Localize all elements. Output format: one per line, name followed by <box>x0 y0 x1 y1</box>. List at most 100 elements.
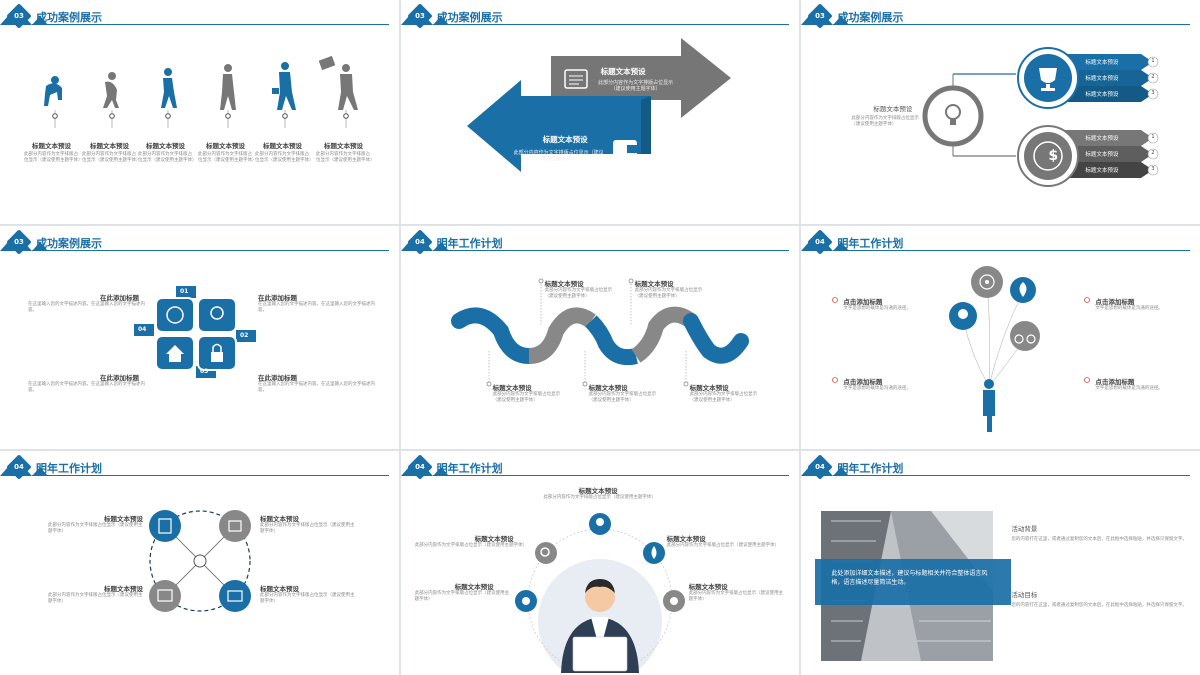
slide-header: 04 明年工作计划 <box>400 226 800 256</box>
item-desc: 此部分内容作为文字排版占位显示（建议使用主题字体） <box>255 152 314 163</box>
item-desc: 此部分内容作为文字排版占位显示（建议使用主题字体） <box>689 391 758 403</box>
item-desc: 在这里输入您的文字描述内容。在这里输入您的文字描述内容。 <box>258 301 375 313</box>
coin-icon <box>1033 141 1064 171</box>
item-desc: 文字是思想的载体是沟通的途径。 <box>1095 385 1163 391</box>
triangle-decoration-icon <box>0 467 48 477</box>
evolution-figures <box>44 55 358 128</box>
slide-title: 明年工作计划 <box>36 462 102 476</box>
triangle-decoration-icon <box>400 467 449 477</box>
lock-icon <box>211 343 223 362</box>
triangle-decoration-icon <box>0 241 48 251</box>
slide-9-photo-text[interactable]: 04 明年工作计划 此处添加详细文本描述，建议与标题相关并符合整体语言风格，语言… <box>801 451 1200 675</box>
item-desc: 此部分内容作为文字排版占位显示（建议使用主题字体） <box>588 391 657 403</box>
slide-header: 04 明年工作计划 <box>801 226 1200 256</box>
item-title: 标题文本预设 <box>688 583 728 592</box>
item-title: 标题文本预设 <box>263 142 302 150</box>
bg-heading: 活动背景 <box>1011 525 1038 534</box>
bottom-arrow-title: 标题文本预设 <box>542 135 588 144</box>
slide-1-evolution[interactable]: 03 成功案例展示 标题文本预设 此部分内容作为文字排版占位显示（建议使用主题字… <box>0 0 399 224</box>
item-title: 标题文本预设 <box>689 383 729 392</box>
left-arrow-shape <box>466 80 651 172</box>
bottom-arrow-desc: 此部分内容作为文字排版占位显示（建议使用主题字体） <box>513 150 604 162</box>
slide-5-wave[interactable]: 04 明年工作计划 标题文本预设 此部分内容作为文字排版占位显示（建议使用主题字… <box>400 225 800 450</box>
slide-header: 03 成功案例展示 <box>801 0 1200 30</box>
item-desc: 此部分内容作为文字排版占位显示（建议使用主题字体） <box>544 287 613 299</box>
businessman-icon <box>272 62 296 110</box>
arrow-diagram <box>466 38 731 172</box>
upper-label[interactable]: 标题文本预设 <box>1085 60 1119 66</box>
item-title: 标题文本预设 <box>544 279 584 288</box>
circle-cross-diagram <box>149 510 251 613</box>
bg-paragraph: 您的内容打在这里，或者通过复制您的文本后，在此框中选择粘贴，并选择只保留文字。 <box>1011 537 1187 543</box>
number-dot: 2 <box>1151 74 1155 80</box>
item-desc: 此部分内容作为文字排版占位显示（建议使用主题字体） <box>414 591 510 603</box>
bulb-icon <box>958 308 969 319</box>
slide-7-circle-cross[interactable]: 04 明年工作计划 标题文本预设 此部分内容作为文字排版占位显示（建议使用主题字… <box>0 451 399 675</box>
triangle-decoration-icon <box>400 16 449 25</box>
search-icon <box>539 547 550 558</box>
header-line <box>432 475 790 477</box>
stem-dots <box>52 113 349 119</box>
item-desc: 在这里输入您的文字描述内容。在这里输入您的文字描述内容。 <box>28 381 145 393</box>
lower-label[interactable]: 标题文本预设 <box>1085 168 1119 174</box>
item-desc: 文字是思想的载体是沟通的途径。 <box>1095 305 1163 311</box>
item-desc: 此部分内容作为文字排版占位显示（建议使用主题字体） <box>48 523 143 535</box>
slide-6-balloons[interactable]: 04 明年工作计划 点击添加标题 文字是思想的载体是沟通的途径。 点击添加标题 … <box>801 225 1200 450</box>
upper-label[interactable]: 标题文本预设 <box>1085 76 1119 82</box>
lower-label[interactable]: 标题文本预设 <box>1085 136 1119 142</box>
slide-3-tree[interactable]: 03 成功案例展示 $ 标题文本预设 此部分内容作为文字排版占位显示（建议使用主… <box>801 0 1200 224</box>
triangle-decoration-icon <box>0 16 48 25</box>
number-dot: 1 <box>1151 134 1155 140</box>
item-desc: 此部分内容作为文字排版占位显示（建议使用主题字体） <box>414 543 528 549</box>
slide-title: 成功案例展示 <box>36 11 102 24</box>
number-dot: 2 <box>1151 150 1155 156</box>
slide-title: 成功案例展示 <box>436 11 503 24</box>
ape-figure-icon <box>44 76 62 106</box>
item-title: 在此添加标题 <box>100 373 139 382</box>
triangle-decoration-icon <box>801 16 850 25</box>
lightbulb-icon <box>945 104 962 125</box>
item-title: 点击添加标题 <box>843 377 883 386</box>
header-line <box>432 24 790 25</box>
slide-4-quadrant[interactable]: 03 成功案例展示 01 02 03 04 在此添加标题 在这里输入您的文字描述… <box>0 225 399 450</box>
center-desc: 此部分内容作为文字排版占位显示（建议使用主题字体） <box>851 116 919 127</box>
center-title: 标题文本预设 <box>873 105 913 113</box>
item-desc: 此部分内容作为文字排版占位显示（建议使用主题字体） <box>543 495 656 501</box>
box-icon <box>228 520 242 532</box>
item-desc: 此部分内容作为文字排版占位显示（建议使用主题字体） <box>48 593 143 605</box>
wave-diagram <box>450 278 749 387</box>
bike-icon <box>1014 334 1036 344</box>
slide-title: 明年工作计划 <box>837 462 904 476</box>
quadrant-diagram <box>134 285 256 378</box>
compass-icon <box>166 305 184 324</box>
slide-title: 明年工作计划 <box>436 236 503 250</box>
item-title: 标题文本预设 <box>324 142 363 150</box>
item-desc: 在这里输入您的文字描述内容。在这里输入您的文字描述内容。 <box>258 381 375 393</box>
satellite-icon <box>521 597 530 606</box>
card-icon <box>227 590 243 602</box>
person-icon <box>983 378 996 432</box>
item-title: 点击添加标题 <box>1095 297 1135 306</box>
lightbulb-icon <box>210 305 224 320</box>
magnet-icon <box>669 597 678 606</box>
slide-header: 03 成功案例展示 <box>0 226 399 256</box>
dollar-icon: $ <box>1048 148 1059 164</box>
slide-header: 03 成功案例展示 <box>400 0 800 30</box>
item-desc: 此部分内容作为文字排版占位显示（建议使用主题字体） <box>260 593 355 605</box>
top-arrow-desc: 此部分内容作为文字排版占位显示（建议使用主题字体） <box>598 80 674 92</box>
chart-icon <box>157 589 173 602</box>
header-line <box>833 24 1190 25</box>
item-title: 在此添加标题 <box>100 293 139 302</box>
lower-label[interactable]: 标题文本预设 <box>1085 152 1119 158</box>
bulb-icon <box>595 518 604 527</box>
quadrant-number: 01 <box>180 287 189 295</box>
item-title: 标题文本预设 <box>90 142 129 150</box>
triangle-decoration-icon <box>400 241 449 251</box>
triangle-decoration-icon <box>801 467 850 477</box>
slide-header: 04 明年工作计划 <box>0 451 399 481</box>
number-dot: 1 <box>1151 58 1155 64</box>
upper-label[interactable]: 标题文本预设 <box>1085 92 1119 98</box>
overlay-text: 此处添加详细文本描述，建议与标题相关并符合整体语言风格，语言描述尽量简洁生动。 <box>831 570 988 587</box>
slide-2-arrows[interactable]: 03 成功案例展示 标题文本预设 此部分内容作为文字排版占位显示（建议使用主题字… <box>400 0 800 224</box>
slide-8-agent[interactable]: 04 明年工作计划 标题文本预设 此部分内容作为文字排版占位显示（建议使用主题字… <box>400 451 800 675</box>
